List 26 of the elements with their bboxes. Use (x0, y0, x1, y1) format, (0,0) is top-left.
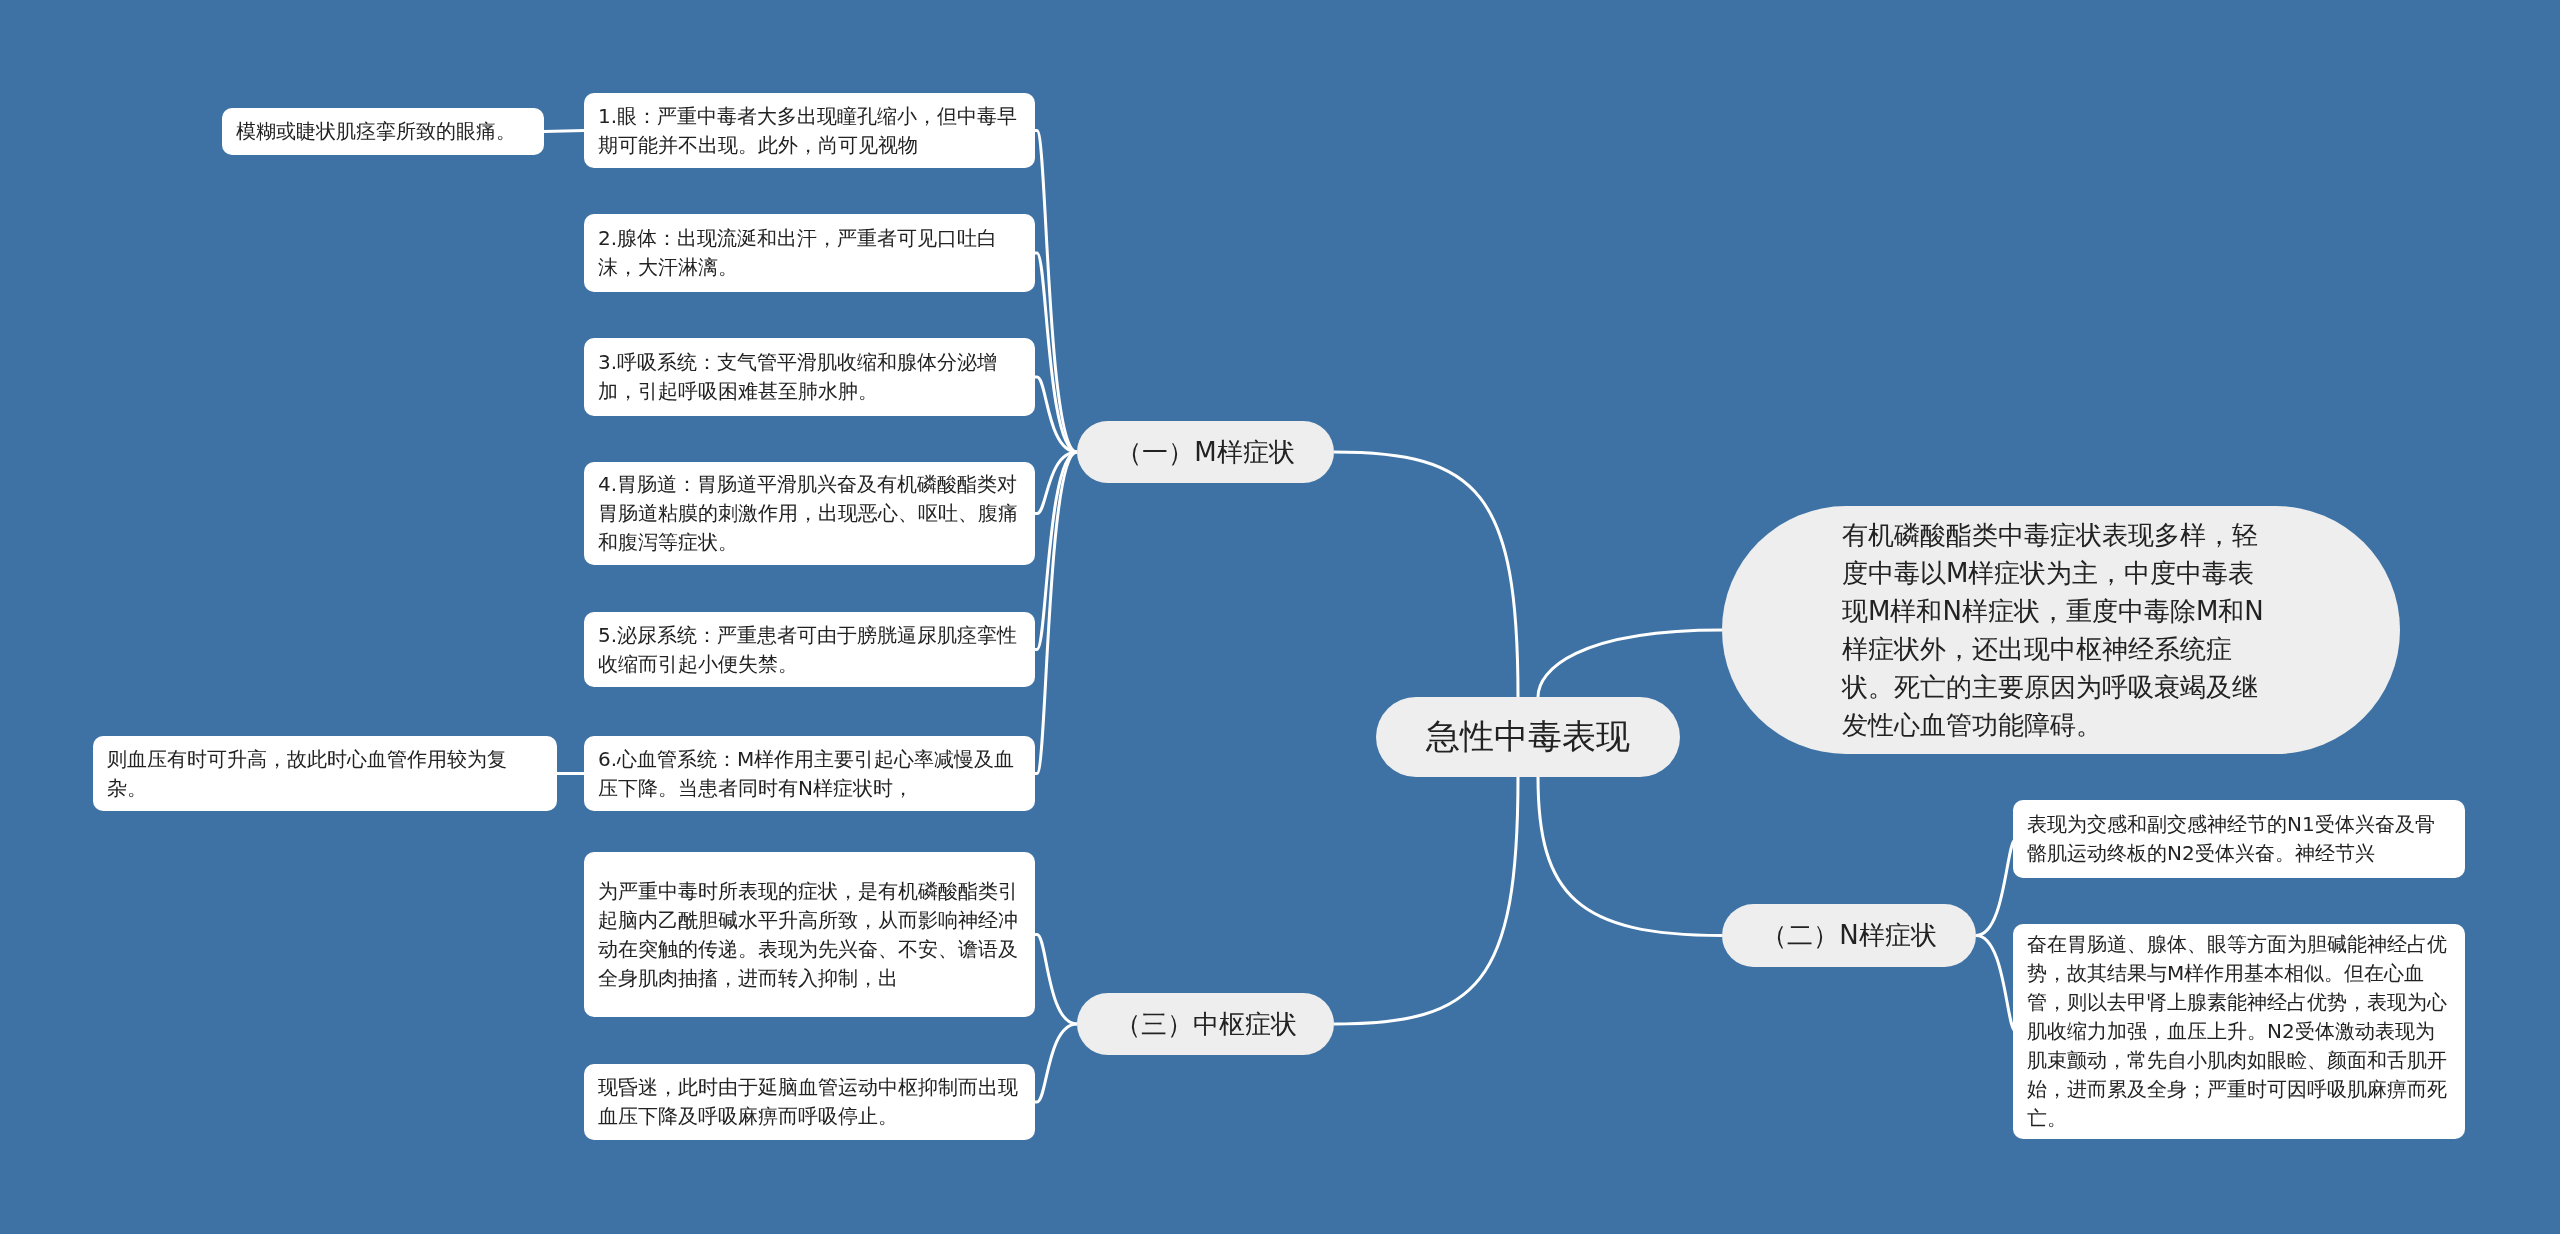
topic-box: 奋在胃肠道、腺体、眼等方面为胆碱能神经占优势，故其结果与M样作用基本相似。但在心血管，则以去甲肾上腺素能神经占优势，表现为心肌收缩力加强，血压上升。N2受体激动表现为肌束颤动，常先自小肌肉如眼睑、颜面和舌肌开始，进而累及全身；严重时可因呼吸肌麻痹而死亡。 (2013, 924, 2465, 1139)
connector-line (1034, 1022, 1078, 1104)
topic-box: 表现为交感和副交感神经节的N1受体兴奋及骨骼肌运动终板的N2受体兴奋。神经节兴 (2013, 800, 2465, 878)
summary-bubble: 有机磷酸酯类中毒症状表现多样，轻度中毒以M样症状为主，中度中毒表现M样和N样症状，重度中毒除M和N样症状外，还出现中枢神经系统症状。死亡的主要原因为呼吸衰竭及继发性心血管功能障碍。 (1722, 506, 2400, 754)
topic-box: 为严重中毒时所表现的症状，是有机磷酸酯类引起脑内乙酰胆碱水平升高所致，从而影响神经冲动在突触的传递。表现为先兴奋、不安、谵语及全身肌肉抽搐，进而转入抑制，出 (584, 852, 1035, 1017)
connector-line (1536, 628, 1723, 698)
connector-line (1333, 776, 1520, 1026)
connector-line (557, 772, 584, 775)
connector-line (1333, 450, 1520, 698)
connector-line (1034, 375, 1078, 454)
topic-box: 模糊或睫状肌痉挛所致的眼痛。 (222, 108, 544, 155)
branch-topic: （一）M样症状 (1077, 421, 1334, 483)
branch-topic: （三）中枢症状 (1077, 993, 1334, 1055)
mind-map-root: 急性中毒表现 (1376, 697, 1680, 777)
topic-box: 3.呼吸系统：支气管平滑肌收缩和腺体分泌增加，引起呼吸困难甚至肺水肿。 (584, 338, 1035, 416)
topic-box: 现昏迷，此时由于延脑血管运动中枢抑制而出现血压下降及呼吸麻痹而呼吸停止。 (584, 1064, 1035, 1140)
topic-box: 4.胃肠道：胃肠道平滑肌兴奋及有机磷酸酯类对胃肠道粘膜的刺激作用，出现恶心、呕吐、腹痛和腹泻等症状。 (584, 462, 1035, 565)
topic-box: 6.心血管系统：M样作用主要引起心率减慢及血压下降。当患者同时有N样症状时， (584, 736, 1035, 811)
topic-box: 5.泌尿系统：严重患者可由于膀胱逼尿肌痉挛性收缩而引起小便失禁。 (584, 612, 1035, 687)
connector-line (1536, 776, 1723, 937)
topic-box: 则血压有时可升高，故此时心血管作用较为复杂。 (93, 736, 557, 811)
connector-line (1034, 933, 1078, 1026)
topic-box: 1.眼：严重中毒者大多出现瞳孔缩小，但中毒早期可能并不出现。此外，尚可见视物 (584, 93, 1035, 168)
branch-topic: （二）N样症状 (1722, 904, 1976, 967)
topic-box: 2.腺体：出现流涎和出汗，严重者可见口吐白沫，大汗淋漓。 (584, 214, 1035, 292)
connector-line (543, 129, 585, 133)
